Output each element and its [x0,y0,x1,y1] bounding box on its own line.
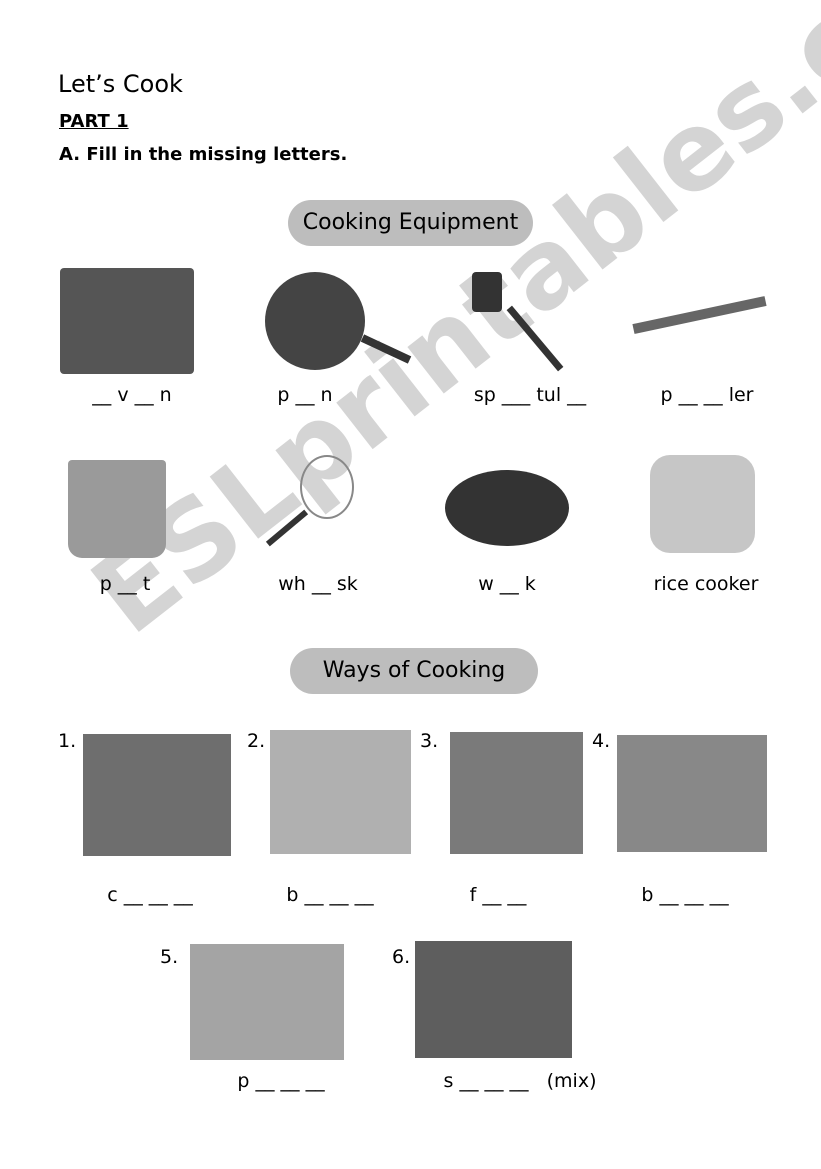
pot-image [68,460,166,558]
equipment-label: p __ t [99,573,151,595]
equipment-label: wh __ sk [278,573,358,595]
ways-label: b __ __ __ [641,884,729,906]
wok-image [445,470,569,546]
equipment-label: rice cooker [653,573,759,595]
ways-label: b __ __ __ [286,884,374,906]
item-number: 4. [592,730,611,752]
item-number: 3. [420,730,439,752]
boiling-photo [617,735,767,852]
equipment-label: p __ n [277,384,333,406]
ways-label: p __ __ __ [237,1070,325,1092]
ways-label: s __ __ __ (mix) [443,1070,597,1092]
baking-photo [270,730,411,854]
whisk-image [300,455,354,519]
equipment-label: w __ k [478,573,536,595]
cutting-photo [83,734,231,856]
item-number: 5. [160,946,179,968]
pan-image [265,272,365,370]
peeling-photo [190,944,344,1060]
stirring-photo [415,941,572,1058]
oven-image [60,268,194,374]
spatula-image [472,272,502,312]
ways-label: c __ __ __ [107,884,193,906]
item-number: 1. [58,730,77,752]
frying-photo [450,732,583,854]
item-number: 6. [392,946,411,968]
equipment-label: __ v __ n [92,384,172,406]
equipment-label: sp ___ tul __ [473,384,587,406]
part-heading: PART 1 [59,111,129,132]
peeler-image [632,296,767,334]
section-ways-of-cooking: Ways of Cooking [290,648,538,694]
instruction: A. Fill in the missing letters. [59,144,348,165]
equipment-label: p __ __ ler [660,384,754,406]
section-cooking-equipment: Cooking Equipment [288,200,533,246]
item-number: 2. [247,730,266,752]
rice-cooker-image [650,455,755,553]
ways-label: f __ __ [469,884,527,906]
page-title: Let’s Cook [58,70,183,98]
